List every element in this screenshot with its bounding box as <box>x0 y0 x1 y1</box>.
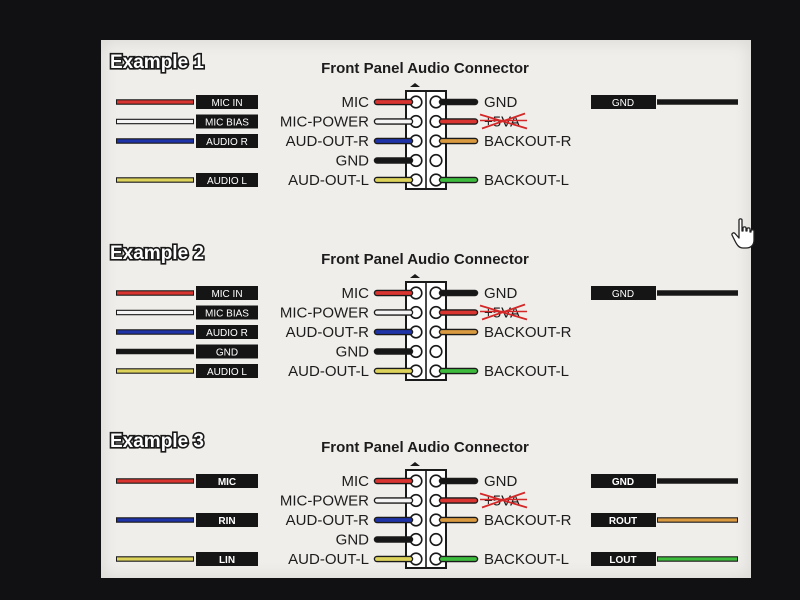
pin-label-left: AUD-OUT-R <box>286 133 369 150</box>
wire-tag <box>196 305 258 320</box>
wire-tag-label: AUDIO R <box>206 328 248 339</box>
wire-tag <box>196 513 258 527</box>
wire-tag <box>196 552 258 566</box>
wire-tag <box>591 474 656 488</box>
wire-tag <box>196 134 258 148</box>
example-title: Example 1 <box>110 52 204 73</box>
pin-label-right: GND <box>484 473 518 490</box>
connector-title: Front Panel Audio Connector <box>321 60 529 77</box>
wire-tag-label: MIC <box>218 477 236 488</box>
pin-label-left: AUD-OUT-L <box>288 551 369 568</box>
wire-tag-label: GND <box>612 289 634 300</box>
connector-title: Front Panel Audio Connector <box>321 439 529 456</box>
wire-tag-label: MIC BIAS <box>205 118 249 129</box>
example-title: Example 3 <box>110 431 204 452</box>
pin-label-right: GND <box>484 94 518 111</box>
wire-tag-label: AUDIO R <box>206 137 248 148</box>
pin-label-right: BACKOUT-L <box>484 363 569 380</box>
pin-label-left: MIC-POWER <box>280 493 369 510</box>
wire-tag <box>196 173 258 187</box>
pin-hole <box>429 344 443 359</box>
pin-hole <box>429 153 443 168</box>
pin-label-right: GND <box>484 285 518 302</box>
wire-tag <box>196 95 258 109</box>
pin-label-right: BACKOUT-L <box>484 551 569 568</box>
hand-pointer-icon <box>731 218 757 250</box>
pin-label-right: BACKOUT-L <box>484 172 569 189</box>
pin-label-left: AUD-OUT-L <box>288 363 369 380</box>
wire-tag-label: GND <box>612 477 634 488</box>
wire-tag <box>196 114 258 129</box>
wire-tag-label: GND <box>612 98 634 109</box>
wire-tag <box>591 286 656 300</box>
wire-tag <box>196 325 258 339</box>
wire-tag <box>591 513 656 527</box>
wire-tag-label: ROUT <box>609 516 637 527</box>
wire-tag-label: LOUT <box>609 555 636 566</box>
pin-1-key-mark <box>410 274 420 278</box>
wire-tag <box>196 474 258 488</box>
wire-tag <box>591 95 656 109</box>
wire-tag <box>196 344 258 359</box>
wire-tag-label: MIC IN <box>211 289 242 300</box>
pin-label-left: AUD-OUT-L <box>288 172 369 189</box>
pin-label-left: AUD-OUT-R <box>286 324 369 341</box>
pin-1-key-mark <box>410 83 420 87</box>
wire-tag <box>196 364 258 378</box>
pin-label-left: GND <box>336 532 370 549</box>
pin-label-right: BACKOUT-R <box>484 133 572 150</box>
pin-label-left: MIC <box>342 285 370 302</box>
wire-tag-label: AUDIO L <box>207 176 247 187</box>
pin-hole <box>429 532 443 547</box>
pin-label-left: MIC <box>342 94 370 111</box>
wire-tag-label: GND <box>216 348 238 359</box>
wire-tag <box>196 286 258 300</box>
pin-label-left: GND <box>336 153 370 170</box>
pin-label-left: MIC <box>342 473 370 490</box>
wire-tag-label: LIN <box>219 555 235 566</box>
wire-tag-label: MIC BIAS <box>205 309 249 320</box>
pin-label-right: BACKOUT-R <box>484 324 572 341</box>
pin-label-left: MIC-POWER <box>280 114 369 131</box>
pin-label-left: AUD-OUT-R <box>286 512 369 529</box>
wire-tag-label: RIN <box>218 516 235 527</box>
pin-1-key-mark <box>410 462 420 466</box>
pin-label-left: GND <box>336 344 370 361</box>
pin-label-left: MIC-POWER <box>280 305 369 322</box>
connector-title: Front Panel Audio Connector <box>321 251 529 268</box>
wire-tag <box>591 552 656 566</box>
example-title: Example 2 <box>110 243 204 264</box>
wire-tag-label: AUDIO L <box>207 367 247 378</box>
pin-label-right: BACKOUT-R <box>484 512 572 529</box>
wire-tag-label: MIC IN <box>211 98 242 109</box>
